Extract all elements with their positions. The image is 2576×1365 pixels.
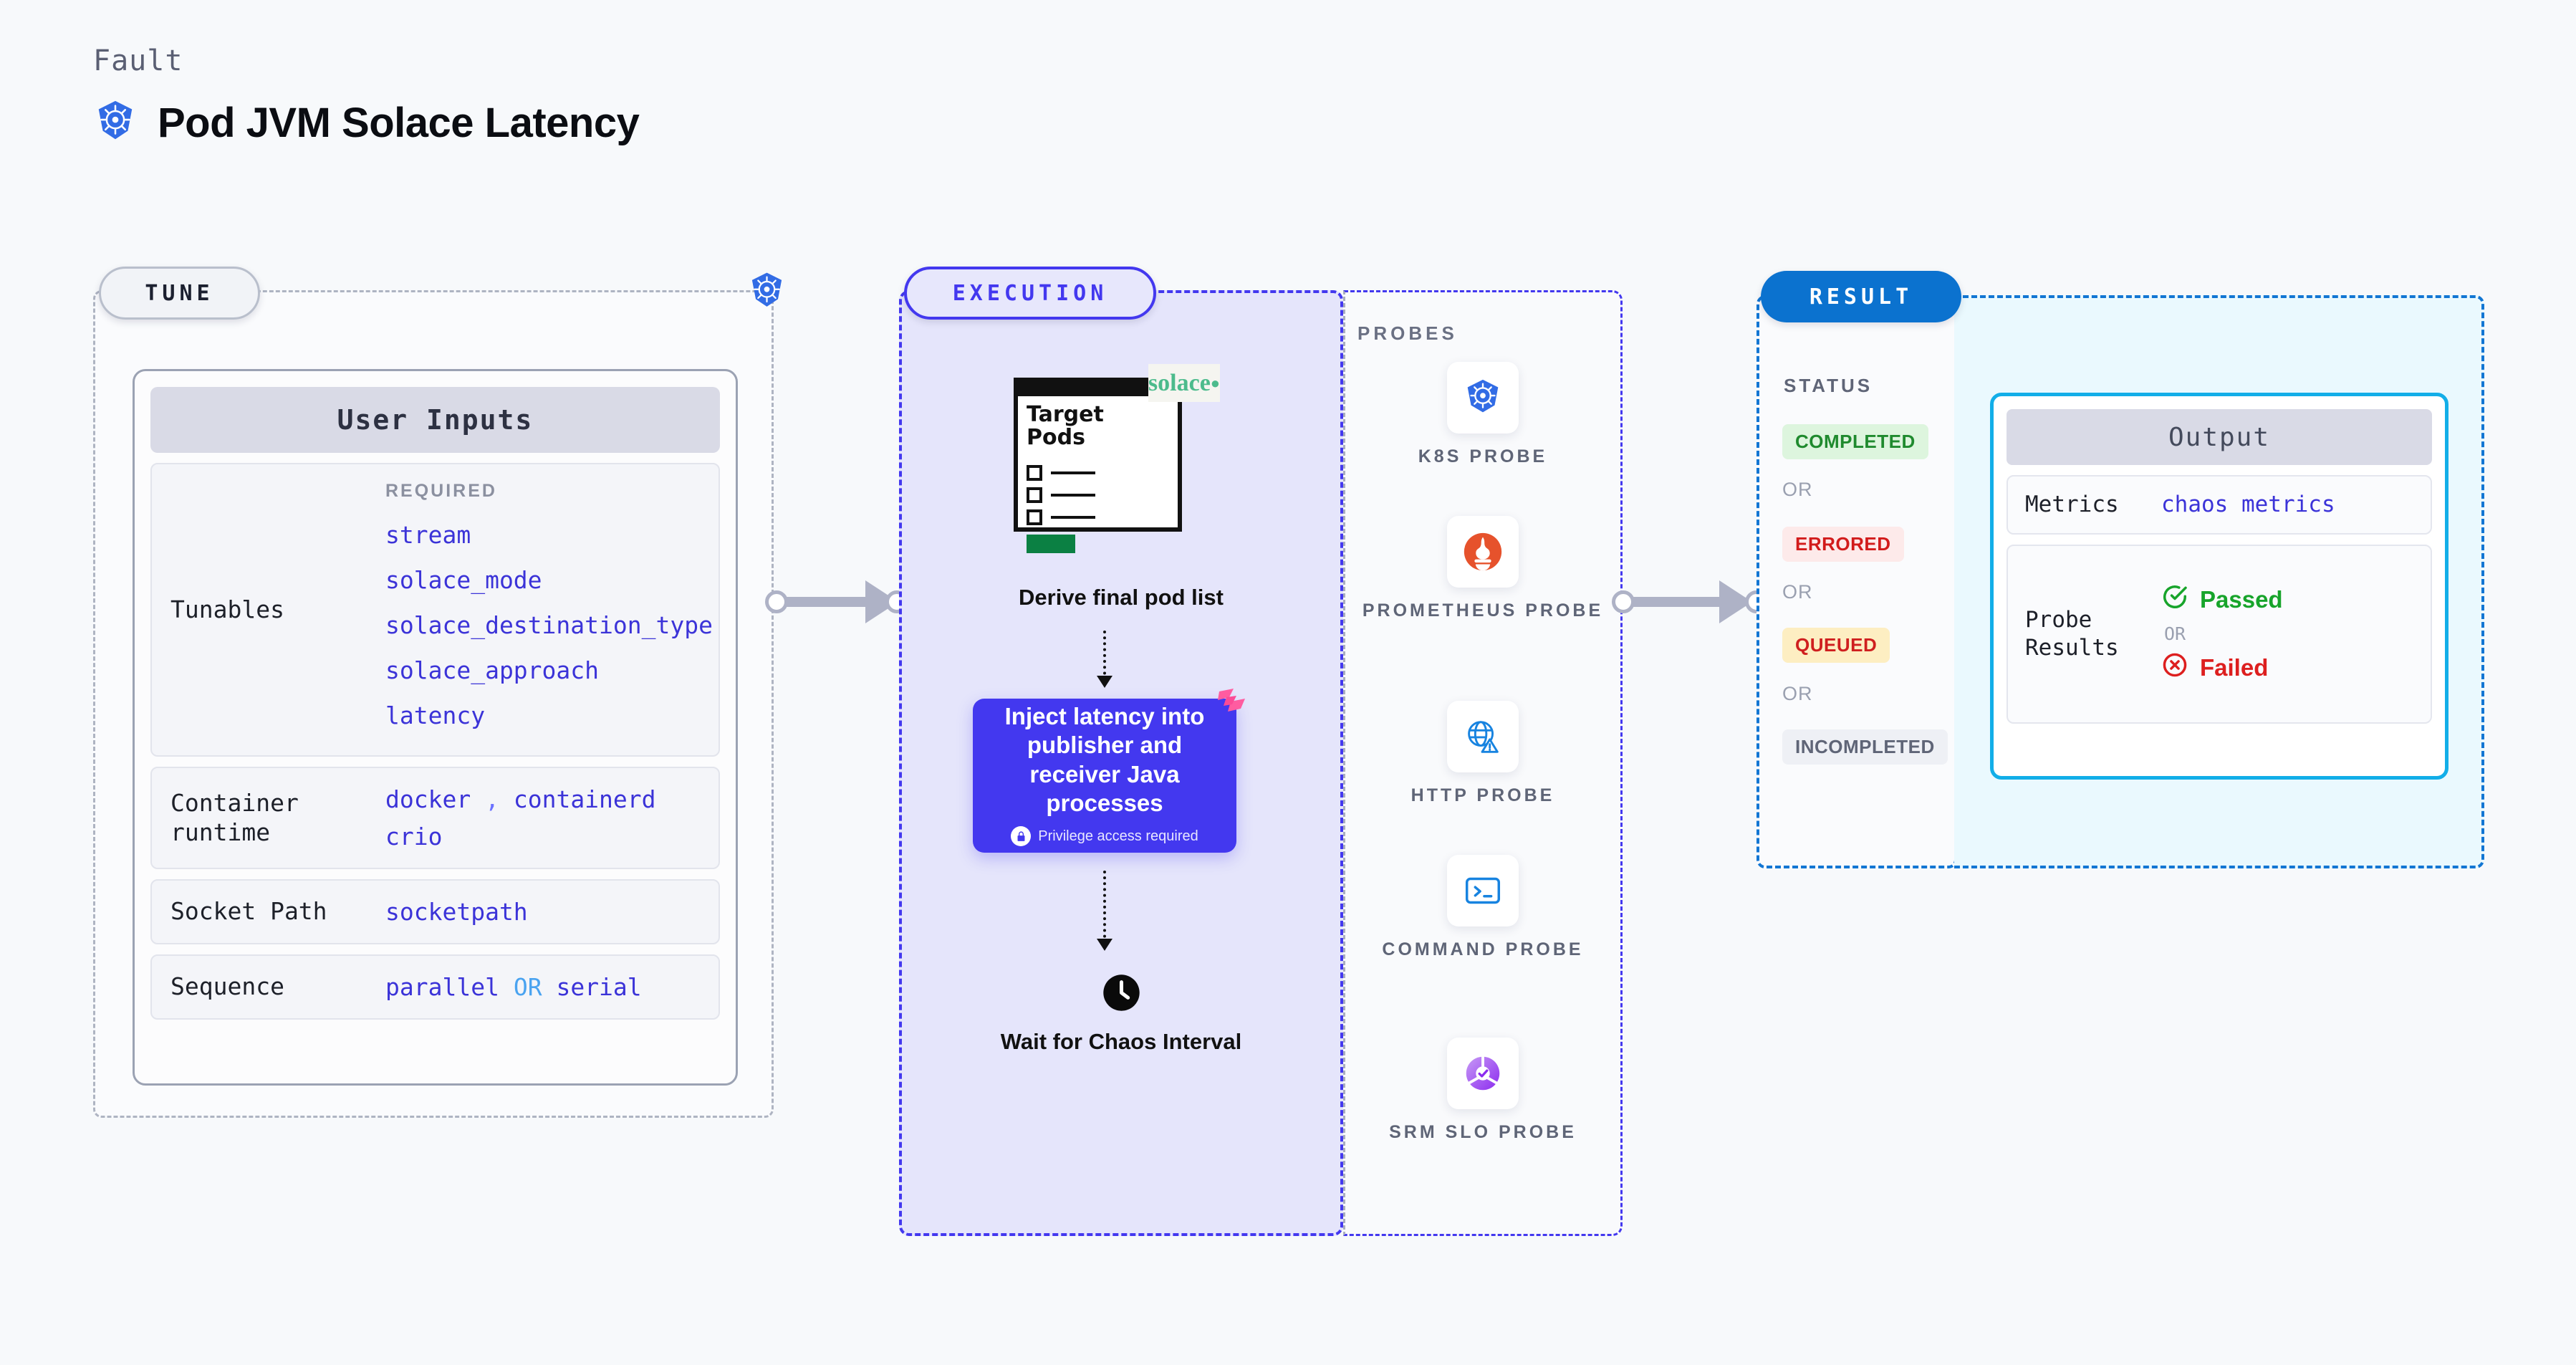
probe-result-passed: Passed [2161,583,2413,616]
probe-k8s-label: K8S PROBE [1418,446,1548,466]
socket-path-row: Socket Path socketpath [150,878,720,944]
eyebrow-label: Fault [93,44,183,77]
pod-checklist [1027,465,1095,532]
probe-prometheus[interactable]: PROMETHEUS PROBE [1343,516,1623,623]
user-inputs-card: User Inputs Tunables REQUIRED stream sol… [133,369,738,1086]
tunables-key: Tunables [170,595,284,624]
result-zone [1756,295,1957,868]
kubernetes-icon [1447,362,1519,434]
output-title: Output [2007,409,2432,465]
probe-http[interactable]: HTTP PROBE [1343,701,1623,808]
tunable-solace-approach[interactable]: solace_approach [385,656,600,685]
runtime-containerd[interactable]: containerd [513,785,656,814]
result-pill[interactable]: RESULT [1761,271,1961,322]
probe-srm-slo[interactable]: SRM SLO PROBE [1343,1038,1623,1145]
tune-pill[interactable]: TUNE [99,267,260,320]
runtime-separator: , [485,785,499,814]
kubernetes-icon [93,99,138,147]
connector-execution-result [1612,580,1769,623]
srm-slo-icon [1447,1038,1519,1109]
sequence-key: Sequence [170,972,284,1001]
status-or-2: OR [1782,581,1813,603]
pod-highlight-bar [1027,535,1075,553]
sequence-values: parallel OR serial [385,969,700,1005]
container-runtime-values: docker , containerd crio [385,781,700,854]
user-inputs-title: User Inputs [150,387,720,453]
tunable-solace-destination-type[interactable]: solace_destination_type [385,611,713,640]
socket-path-value[interactable]: socketpath [385,897,528,926]
sequence-joiner: OR [513,972,542,1001]
probe-k8s[interactable]: K8S PROBE [1343,362,1623,469]
globe-warning-icon [1447,701,1519,772]
clock-icon [1102,973,1141,1012]
tunables-row: Tunables REQUIRED stream solace_mode sol… [150,463,720,757]
runtime-crio[interactable]: crio [385,822,443,851]
arrow-inject-to-wait [1097,871,1112,951]
status-badge-errored: ERRORED [1782,527,1904,562]
inject-latency-text: Inject latency into publisher and receiv… [1004,703,1205,816]
probe-results-values: Passed OR Failed [2161,583,2413,684]
container-runtime-row: Container runtime docker , containerd cr… [150,767,720,869]
probe-result-or: OR [2164,623,2186,645]
probe-command[interactable]: COMMAND PROBE [1343,855,1623,962]
lock-icon [1011,826,1032,846]
solace-logo: solace● [1148,364,1220,402]
socket-path-key: Socket Path [170,897,327,926]
terminal-icon [1447,855,1519,926]
harness-flag-icon [1216,687,1246,719]
execution-pill[interactable]: EXECUTION [904,267,1156,320]
x-circle-icon [2161,651,2188,684]
page-header: Fault Pod JVM Solace Latency [93,44,640,147]
probes-label: PROBES [1357,322,1458,344]
probe-command-label: COMMAND PROBE [1382,939,1584,959]
arrow-derive-to-inject [1097,631,1112,688]
metrics-row: Metrics chaos metrics [2007,475,2432,535]
prometheus-icon [1447,516,1519,588]
status-badge-queued: QUEUED [1782,628,1890,663]
metrics-value[interactable]: chaos metrics [2161,492,2335,518]
probe-prometheus-label: PROMETHEUS PROBE [1362,600,1604,621]
tunables-values: REQUIRED stream solace_mode solace_desti… [385,477,713,742]
required-label: REQUIRED [385,481,497,501]
privilege-text: Privilege access required [1038,828,1198,844]
target-pods-title: Target Pods [1027,402,1104,450]
title-row: Pod JVM Solace Latency [93,99,640,147]
sequence-row: Sequence parallel OR serial [150,954,720,1020]
container-runtime-key: Container runtime [170,789,299,846]
status-badge-completed: COMPLETED [1782,424,1928,459]
metrics-key: Metrics [2025,492,2119,517]
probe-srm-slo-label: SRM SLO PROBE [1389,1122,1577,1142]
passed-label: Passed [2200,586,2283,613]
status-badge-incompleted: INCOMPLETED [1782,729,1948,765]
runtime-docker[interactable]: docker [385,785,471,814]
inject-latency-card[interactable]: Inject latency into publisher and receiv… [973,689,1245,853]
sequence-parallel[interactable]: parallel [385,972,499,1001]
wait-chaos-interval-label: Wait for Chaos Interval [1000,1029,1242,1054]
check-circle-icon [2161,583,2188,616]
probe-result-failed: Failed [2161,651,2413,684]
status-or-3: OR [1782,683,1813,704]
derive-pod-list-label: Derive final pod list [1019,585,1224,610]
page-title: Pod JVM Solace Latency [158,100,640,146]
probe-http-label: HTTP PROBE [1410,785,1555,805]
tunable-solace-mode[interactable]: solace_mode [385,565,542,594]
kubernetes-icon [747,271,787,314]
privilege-note: Privilege access required [1011,826,1198,846]
status-or-1: OR [1782,479,1813,500]
tunable-stream[interactable]: stream [385,520,471,549]
status-label: STATUS [1784,375,1873,396]
failed-label: Failed [2200,654,2269,681]
tunable-latency[interactable]: latency [385,701,486,730]
sequence-serial[interactable]: serial [556,972,642,1001]
connector-tune-execution [765,580,908,623]
